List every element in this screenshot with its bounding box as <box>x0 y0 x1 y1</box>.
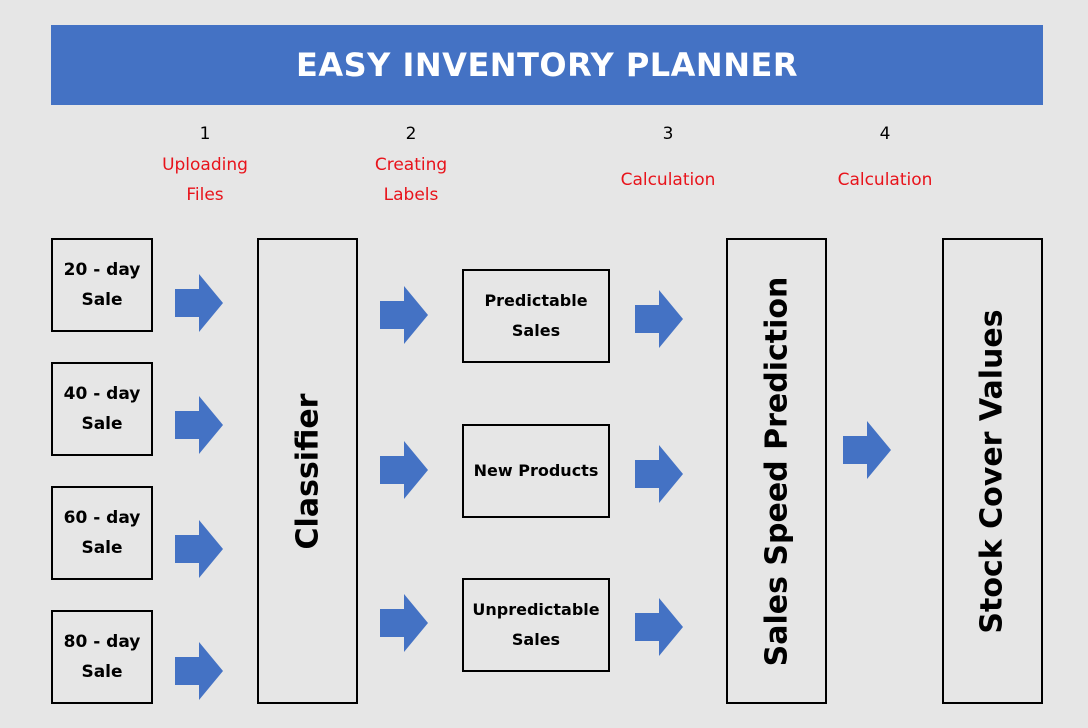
category-new-products: New Products <box>462 424 610 518</box>
input-20-day-sale-label: 20 - day Sale <box>63 260 141 310</box>
right-arrow-icon <box>635 290 683 348</box>
step-4-number: 4 <box>879 124 891 144</box>
page-title: EASY INVENTORY PLANNER <box>296 46 798 84</box>
stock-cover-values-box: Stock Cover Values <box>942 238 1043 704</box>
step-1-label: Uploading Files <box>162 155 248 205</box>
step-2-number: 2 <box>405 124 417 144</box>
step-3-label: Calculation <box>620 170 716 190</box>
input-80-day-sale-label: 80 - day Sale <box>63 632 141 682</box>
input-80-day-sale: 80 - day Sale <box>51 610 153 704</box>
step-4-label: Calculation <box>837 170 933 190</box>
input-40-day-sale-label: 40 - day Sale <box>63 384 141 434</box>
input-40-day-sale: 40 - day Sale <box>51 362 153 456</box>
sales-speed-prediction-box: Sales Speed Prediction <box>726 238 827 704</box>
input-60-day-sale: 60 - day Sale <box>51 486 153 580</box>
right-arrow-icon <box>380 286 428 344</box>
input-20-day-sale: 20 - day Sale <box>51 238 153 332</box>
step-1-number: 1 <box>199 124 211 144</box>
category-new-products-label: New Products <box>473 461 599 480</box>
right-arrow-icon <box>175 274 223 332</box>
right-arrow-icon <box>635 445 683 503</box>
stock-cover-values-label: Stock Cover Values <box>975 308 1011 634</box>
step-2-label: Creating Labels <box>374 155 448 205</box>
input-60-day-sale-label: 60 - day Sale <box>63 508 141 558</box>
right-arrow-icon <box>380 441 428 499</box>
step-3-number: 3 <box>662 124 674 144</box>
category-predictable-sales: Predictable Sales <box>462 269 610 363</box>
sales-speed-prediction-label: Sales Speed Prediction <box>759 276 794 666</box>
right-arrow-icon <box>175 642 223 700</box>
category-predictable-sales-label: Predictable Sales <box>484 291 588 340</box>
category-unpredictable-sales-label: Unpredictable Sales <box>472 600 600 649</box>
right-arrow-icon <box>635 598 683 656</box>
right-arrow-icon <box>380 594 428 652</box>
right-arrow-icon <box>175 520 223 578</box>
category-unpredictable-sales: Unpredictable Sales <box>462 578 610 672</box>
right-arrow-icon <box>843 421 891 479</box>
right-arrow-icon <box>175 396 223 454</box>
classifier-box: Classifier <box>257 238 358 704</box>
classifier-label: Classifier <box>290 393 326 549</box>
title-banner: EASY INVENTORY PLANNER <box>51 25 1043 105</box>
